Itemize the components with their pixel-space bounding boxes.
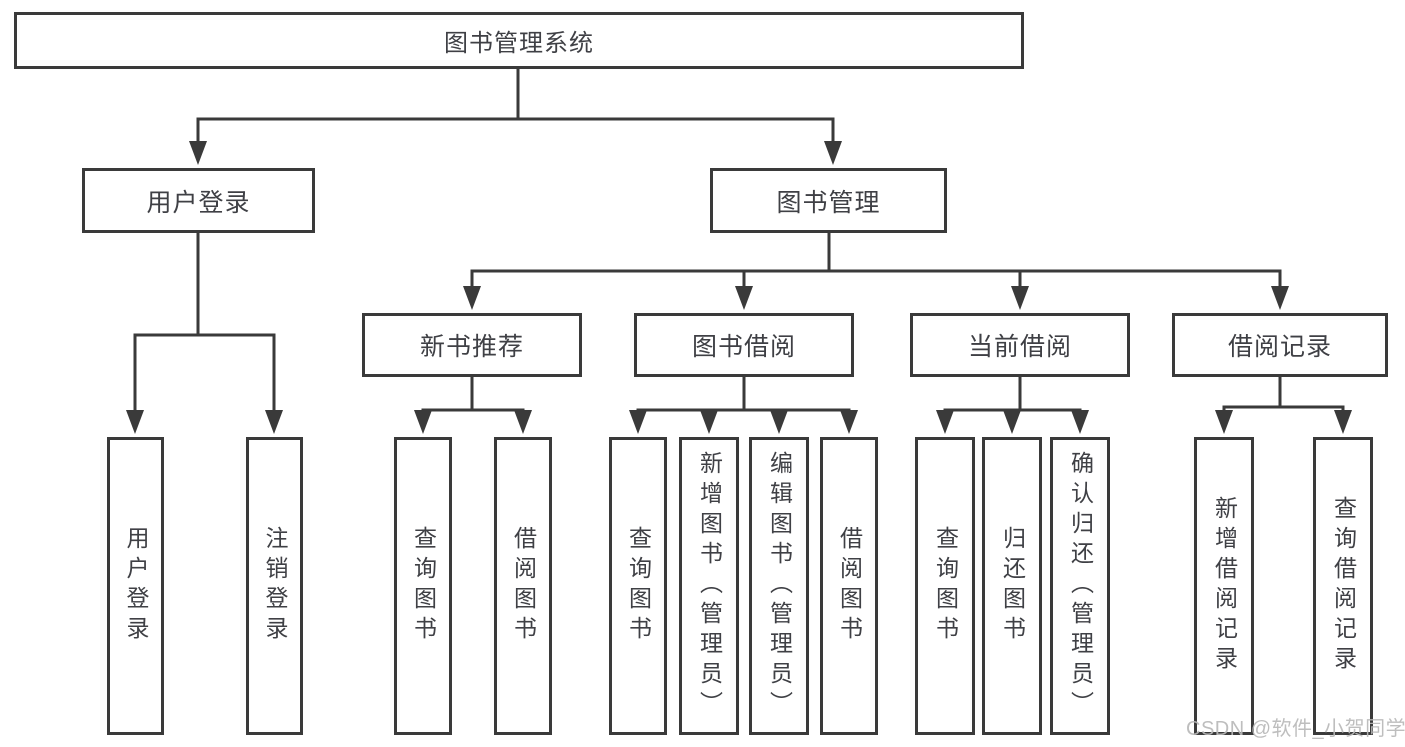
leaf-current-query-books: 查询图书 [915, 437, 975, 735]
node-user-login: 用户登录 [82, 168, 315, 233]
watermark-text: CSDN @软件_小贺同学 [1186, 718, 1405, 740]
leaf-record-query-borrow-record: 查询借阅记录 [1313, 437, 1373, 735]
leaf-user-login: 用户登录 [107, 437, 164, 735]
node-new-book-recommendation: 新书推荐 [362, 313, 582, 377]
leaf-borrow-borrow-books: 借阅图书 [820, 437, 878, 735]
leaf-current-return-books: 归还图书 [982, 437, 1042, 735]
leaf-borrow-add-books-admin: 新增图书（管理员） [679, 437, 739, 735]
leaf-new-borrow-books: 借阅图书 [494, 437, 552, 735]
leaf-borrow-query-books: 查询图书 [609, 437, 667, 735]
leaf-new-query-books: 查询图书 [394, 437, 452, 735]
leaf-record-add-borrow-record: 新增借阅记录 [1194, 437, 1254, 735]
node-book-management: 图书管理 [710, 168, 947, 233]
node-current-borrowing: 当前借阅 [910, 313, 1130, 377]
leaf-borrow-edit-books-admin: 编辑图书（管理员） [749, 437, 809, 735]
leaf-current-confirm-return-admin: 确认归还（管理员） [1050, 437, 1110, 735]
node-borrowing-records: 借阅记录 [1172, 313, 1388, 377]
node-root: 图书管理系统 [14, 12, 1024, 69]
node-book-borrowing: 图书借阅 [634, 313, 854, 377]
leaf-logout: 注销登录 [246, 437, 303, 735]
